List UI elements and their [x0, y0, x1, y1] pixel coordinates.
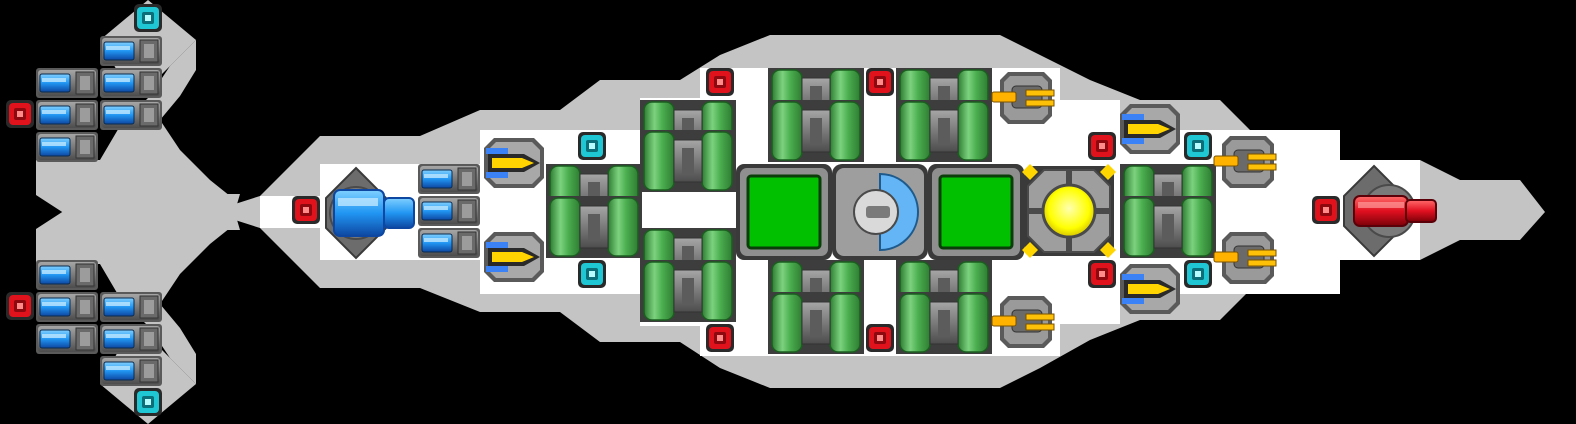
- armor-block-icon: [767, 291, 865, 355]
- cyan-node-icon: [578, 260, 606, 288]
- red-node-icon: [1312, 196, 1340, 224]
- armor-block-icon: [895, 291, 993, 355]
- red-node-icon: [866, 324, 894, 352]
- engine-blue-icon: [35, 291, 99, 323]
- orange-turret-icon: [1213, 231, 1277, 285]
- red-node-icon: [1088, 260, 1116, 288]
- red-node-icon: [706, 324, 734, 352]
- core-panel-icon: [926, 162, 1026, 262]
- red-node-icon: [866, 68, 894, 96]
- engine-blue-icon: [35, 67, 99, 99]
- engine-blue-icon: [99, 99, 163, 131]
- cyan-node-icon: [134, 388, 162, 416]
- shield-emitter-icon: [831, 163, 929, 261]
- engine-blue-icon: [35, 131, 99, 163]
- orange-turret-icon: [1213, 135, 1277, 189]
- armor-block-icon: [1119, 195, 1217, 259]
- missile-launcher-icon: [1120, 264, 1180, 314]
- orange-turret-icon: [991, 295, 1055, 349]
- armor-block-icon: [639, 259, 737, 323]
- armor-block-icon: [639, 129, 737, 193]
- cyan-node-icon: [578, 132, 606, 160]
- engine-blue-icon: [417, 227, 481, 259]
- missile-launcher-icon: [484, 232, 544, 282]
- orange-turret-icon: [991, 71, 1055, 125]
- armor-block-icon: [767, 99, 865, 163]
- engine-blue-icon: [35, 323, 99, 355]
- red-node-icon: [706, 68, 734, 96]
- engine-blue-icon: [99, 355, 163, 387]
- core-panel-icon: [734, 162, 834, 262]
- engine-blue-icon: [99, 67, 163, 99]
- missile-launcher-icon: [484, 138, 544, 188]
- hull-lower-wing: [36, 194, 240, 384]
- red-node-icon: [6, 292, 34, 320]
- engine-cluster-front: [417, 163, 481, 259]
- engine-blue-icon: [35, 99, 99, 131]
- engine-blue-icon: [35, 259, 99, 291]
- armor-block-icon: [545, 195, 643, 259]
- cyan-node-icon: [1184, 260, 1212, 288]
- cyan-node-icon: [1184, 132, 1212, 160]
- engine-blue-icon: [417, 163, 481, 195]
- armor-block-icon: [895, 99, 993, 163]
- cyan-node-icon: [134, 4, 162, 32]
- engine-blue-icon: [99, 323, 163, 355]
- red-node-icon: [6, 100, 34, 128]
- hull-upper-wing: [36, 40, 240, 230]
- missile-launcher-icon: [1120, 104, 1180, 154]
- red-node-icon: [292, 196, 320, 224]
- engine-blue-icon: [99, 35, 163, 67]
- engine-blue-icon: [417, 195, 481, 227]
- engine-blue-icon: [99, 291, 163, 323]
- reactor-yellow-icon: [1020, 162, 1118, 260]
- red-node-icon: [1088, 132, 1116, 160]
